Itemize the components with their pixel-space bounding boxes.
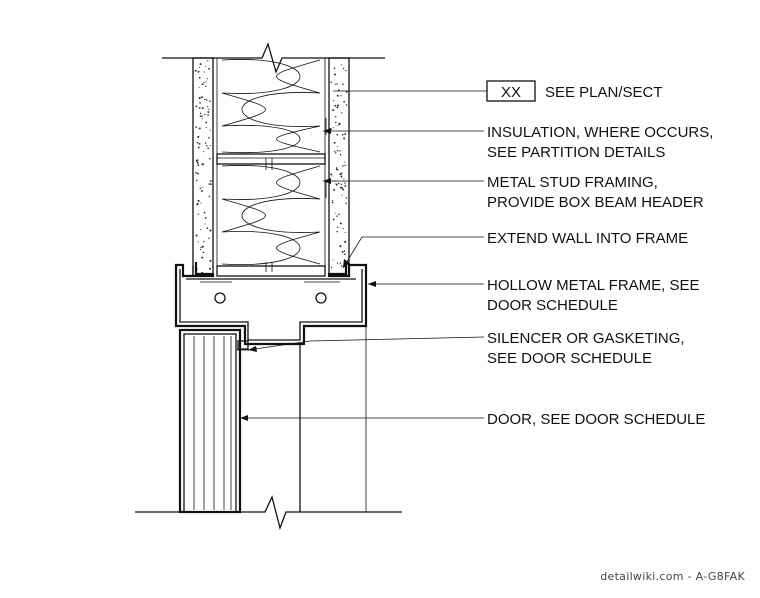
arrow-extend-wall <box>343 259 350 268</box>
bottom-break-line <box>135 495 402 531</box>
leader-silencer <box>247 336 485 351</box>
watermark: detailwiki.com - A-G8FAK <box>600 570 745 583</box>
leader-extend-wall <box>342 236 484 269</box>
callout-silencer: SILENCER OR GASKETING, SEE DOOR SCHEDULE <box>487 330 689 367</box>
arrow-hollow-frame <box>368 281 376 287</box>
callout-see-plan-sect: SEE PLAN/SECT <box>545 84 663 101</box>
door-leaf <box>178 328 242 514</box>
top-break-line <box>162 42 385 74</box>
frame-inner-line <box>179 269 363 341</box>
arrow-metal-stud <box>323 178 331 184</box>
hollow-metal-frame <box>174 262 368 346</box>
silencer-gasket <box>237 340 249 350</box>
callout-metal-stud: METAL STUD FRAMING, PROVIDE BOX BEAM HEA… <box>487 174 704 211</box>
callout-door: DOOR, SEE DOOR SCHEDULE <box>487 411 705 428</box>
frame-anchor-right <box>315 292 327 304</box>
insulation-batt-lower <box>221 165 321 265</box>
arrow-insulation <box>323 128 331 134</box>
metal-stud-cavity <box>212 58 330 277</box>
frame-anchor-left <box>214 292 226 304</box>
gypsum-board-left <box>192 57 214 277</box>
insulation-batt-upper <box>221 59 321 154</box>
callout-hollow-metal-frame: HOLLOW METAL FRAME, SEE DOOR SCHEDULE <box>487 277 704 314</box>
tag-text: XX <box>501 84 521 101</box>
callout-extend-wall: EXTEND WALL INTO FRAME <box>487 230 688 247</box>
arrow-silencer <box>248 346 257 352</box>
arrow-door <box>240 415 248 421</box>
callout-insulation: INSULATION, WHERE OCCURS, SEE PARTITION … <box>487 124 718 161</box>
